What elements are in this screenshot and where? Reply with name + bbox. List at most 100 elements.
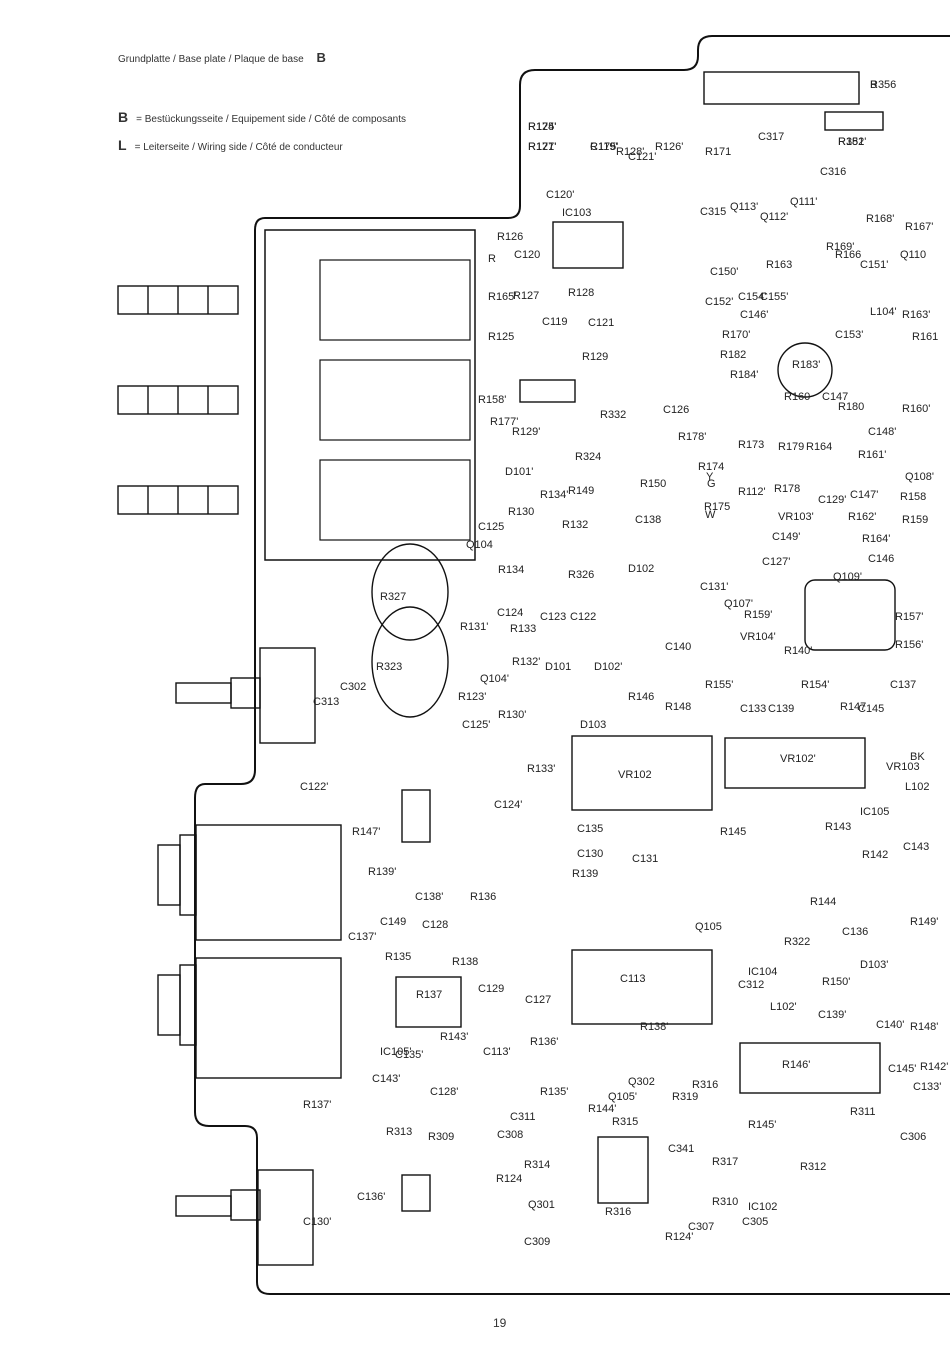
component-label: C151' bbox=[860, 259, 888, 271]
legend-text: Bestückungsseite / Equipement side / Côt… bbox=[144, 114, 407, 125]
component-label: D102' bbox=[594, 661, 622, 673]
component-label: C136' bbox=[357, 1191, 385, 1203]
component-label: Q111' bbox=[790, 196, 817, 208]
jack-left-upper bbox=[157, 824, 342, 941]
component-label: R158 bbox=[900, 491, 926, 503]
component-label: Q112' bbox=[760, 211, 788, 223]
component-label: R175' bbox=[590, 141, 618, 153]
component-label: R351 bbox=[838, 136, 864, 148]
component-label: R327 bbox=[380, 591, 406, 603]
component-label: C155' bbox=[760, 291, 788, 303]
component-label: C146' bbox=[740, 309, 768, 321]
component-label: R174 bbox=[698, 461, 724, 473]
component-label: R171' bbox=[528, 141, 556, 153]
component-label: R319 bbox=[672, 1091, 698, 1103]
component-label: R126 bbox=[497, 231, 523, 243]
component-label: R132' bbox=[512, 656, 540, 668]
page-header: Grundplatte / Base plate / Plaque de bas… bbox=[118, 50, 326, 65]
component-label: R160 bbox=[784, 391, 810, 403]
component-label: R131' bbox=[460, 621, 488, 633]
jack-left-lower bbox=[157, 957, 342, 1079]
component-label: C137' bbox=[348, 931, 376, 943]
component-label: R173 bbox=[738, 439, 764, 451]
legend-key: L bbox=[118, 137, 127, 153]
component-label: C121' bbox=[628, 151, 656, 163]
component-label: VR102 bbox=[618, 769, 652, 781]
component-label: R316 bbox=[605, 1206, 631, 1218]
component-label: R170' bbox=[722, 329, 750, 341]
component-label: IC102 bbox=[748, 1201, 777, 1213]
component-label: C133' bbox=[913, 1081, 941, 1093]
component-label: R314 bbox=[524, 1159, 550, 1171]
component-label: C146 bbox=[868, 553, 894, 565]
component-label: C145 bbox=[858, 703, 884, 715]
component-label: R161' bbox=[858, 449, 886, 461]
component-label: B bbox=[870, 79, 877, 91]
component-label: C138' bbox=[415, 891, 443, 903]
component-label: R147' bbox=[352, 826, 380, 838]
component-label: R182' bbox=[838, 136, 866, 148]
component-label: R149' bbox=[910, 916, 938, 928]
component-label: IC104 bbox=[748, 966, 777, 978]
page-number: 19 bbox=[493, 1316, 507, 1330]
component-label: C309 bbox=[524, 1236, 550, 1248]
component-label: C341 bbox=[668, 1143, 694, 1155]
component-label: R136 bbox=[470, 891, 496, 903]
component-label: Q105 bbox=[695, 921, 722, 933]
component-label: IC103 bbox=[562, 207, 591, 219]
component-label: R133 bbox=[510, 623, 536, 635]
component-label: R164' bbox=[862, 533, 890, 545]
component-label: Q108' bbox=[905, 471, 934, 483]
component-label: Q107' bbox=[724, 598, 753, 610]
component-label: R147 bbox=[840, 701, 866, 713]
component-label: C125 bbox=[478, 521, 504, 533]
component-label: R139' bbox=[368, 866, 396, 878]
component-label: R140' bbox=[784, 645, 812, 657]
component-label: IC105' bbox=[380, 1046, 411, 1058]
page-title: Grundplatte / Base plate / Plaque de bas… bbox=[118, 54, 304, 65]
ic-ic103 bbox=[552, 221, 624, 269]
component-label: VR104' bbox=[740, 631, 776, 643]
component-label: R356 bbox=[870, 79, 896, 91]
component-label: R324 bbox=[575, 451, 601, 463]
component-label: R157' bbox=[895, 611, 923, 623]
component-label: R129 bbox=[582, 351, 608, 363]
component-label: R129' bbox=[512, 426, 540, 438]
component-label: C150' bbox=[710, 266, 738, 278]
component-label: C137 bbox=[890, 679, 916, 691]
component-label: C147 bbox=[822, 391, 848, 403]
component-label: R149 bbox=[568, 485, 594, 497]
component-label: R162' bbox=[848, 511, 876, 523]
component-label: C120 bbox=[514, 249, 540, 261]
component-label: R159 bbox=[902, 514, 928, 526]
coil-l102-prime bbox=[571, 949, 713, 1025]
component-label: R133' bbox=[527, 763, 555, 775]
component-label: D101' bbox=[505, 466, 533, 478]
component-label: R135 bbox=[385, 951, 411, 963]
component-label: C126 bbox=[663, 404, 689, 416]
component-label: C305 bbox=[742, 1216, 768, 1228]
component-label: C140' bbox=[876, 1019, 904, 1031]
component-label: R174' bbox=[528, 121, 556, 133]
component-label: C119' bbox=[590, 141, 618, 153]
coil-l104-prime bbox=[777, 342, 833, 398]
component-label: R317 bbox=[712, 1156, 738, 1168]
trimmer-vr102 bbox=[371, 543, 449, 641]
component-label: C128 bbox=[422, 919, 448, 931]
component-label: C143' bbox=[372, 1073, 400, 1085]
component-label: R155' bbox=[705, 679, 733, 691]
component-label: R144 bbox=[810, 896, 836, 908]
component-label: C130' bbox=[303, 1216, 331, 1228]
component-label: VR103 bbox=[886, 761, 920, 773]
component-label: R124' bbox=[665, 1231, 693, 1243]
component-label: R137' bbox=[303, 1099, 331, 1111]
component-label: R112' bbox=[738, 486, 766, 498]
connector-housing bbox=[264, 229, 476, 561]
component-label: C124' bbox=[494, 799, 522, 811]
component-label: R139 bbox=[572, 868, 598, 880]
component-label: C316 bbox=[820, 166, 846, 178]
component-label: R143' bbox=[440, 1031, 468, 1043]
component-label: R123' bbox=[458, 691, 486, 703]
component-label: R313 bbox=[386, 1126, 412, 1138]
